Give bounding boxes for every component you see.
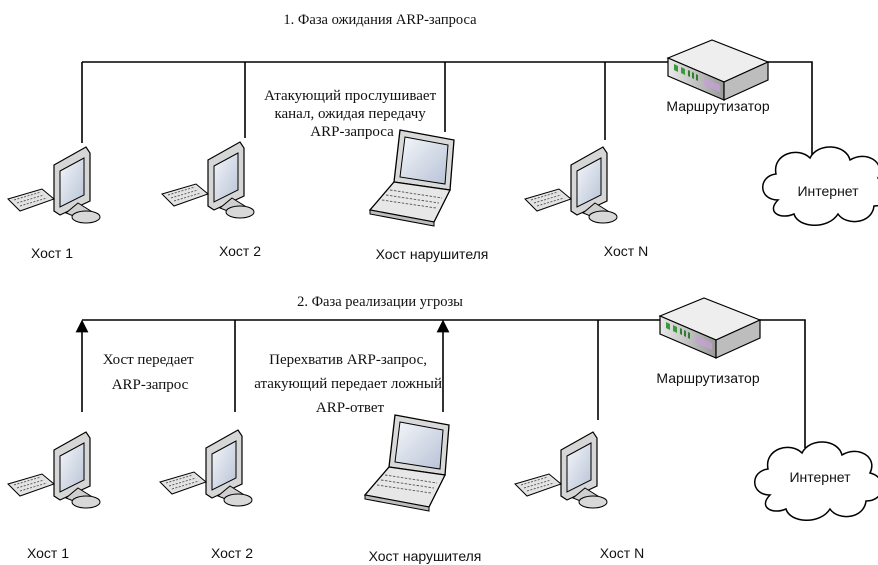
host-n-computer-icon: [524, 146, 618, 224]
host-n-computer-icon: [514, 431, 608, 509]
router-icon: [667, 39, 769, 101]
phase-2-attacker-note: Перехватив ARP-запрос, атакующий передае…: [254, 352, 446, 416]
host-n-label: Хост N: [604, 243, 648, 259]
internet-label: Интернет: [789, 469, 851, 485]
host-2-label: Хост 2: [219, 243, 261, 259]
phase-2-host-note: Хост передает ARP-запрос: [103, 352, 198, 393]
attacker-host-label: Хост нарушителя: [369, 548, 482, 564]
phase-1: 1. Фаза ожидания ARP-запроса Атакующий п…: [7, 12, 878, 262]
host-2-label: Хост 2: [211, 545, 253, 561]
host-1-label: Хост 1: [31, 245, 73, 261]
phase-2-title: 2. Фаза реализации угрозы: [297, 294, 463, 310]
attacker-host-label: Хост нарушителя: [376, 246, 489, 262]
phase-1-attacker-note: Атакующий прослушивает канал, ожидая пер…: [264, 88, 440, 140]
attacker-laptop-icon: [369, 129, 455, 227]
router-icon: [659, 297, 761, 359]
host-1-label: Хост 1: [27, 545, 69, 561]
phase-1-bus: [82, 61, 813, 160]
router-label: Маршрутизатор: [656, 370, 759, 386]
phase-2-bus: [82, 319, 806, 448]
host-1-computer-icon: [7, 146, 101, 224]
attacker-laptop-icon: [364, 414, 450, 512]
internet-label: Интернет: [797, 183, 859, 199]
router-label: Маршрутизатор: [666, 98, 769, 114]
phase-1-title: 1. Фаза ожидания ARP-запроса: [283, 12, 477, 28]
host-2-computer-icon: [159, 429, 253, 507]
host-n-label: Хост N: [600, 545, 644, 561]
host-1-computer-icon: [7, 431, 101, 509]
phase-2: 2. Фаза реализации угрозы Хост передает …: [7, 294, 878, 564]
host-2-computer-icon: [161, 141, 255, 219]
